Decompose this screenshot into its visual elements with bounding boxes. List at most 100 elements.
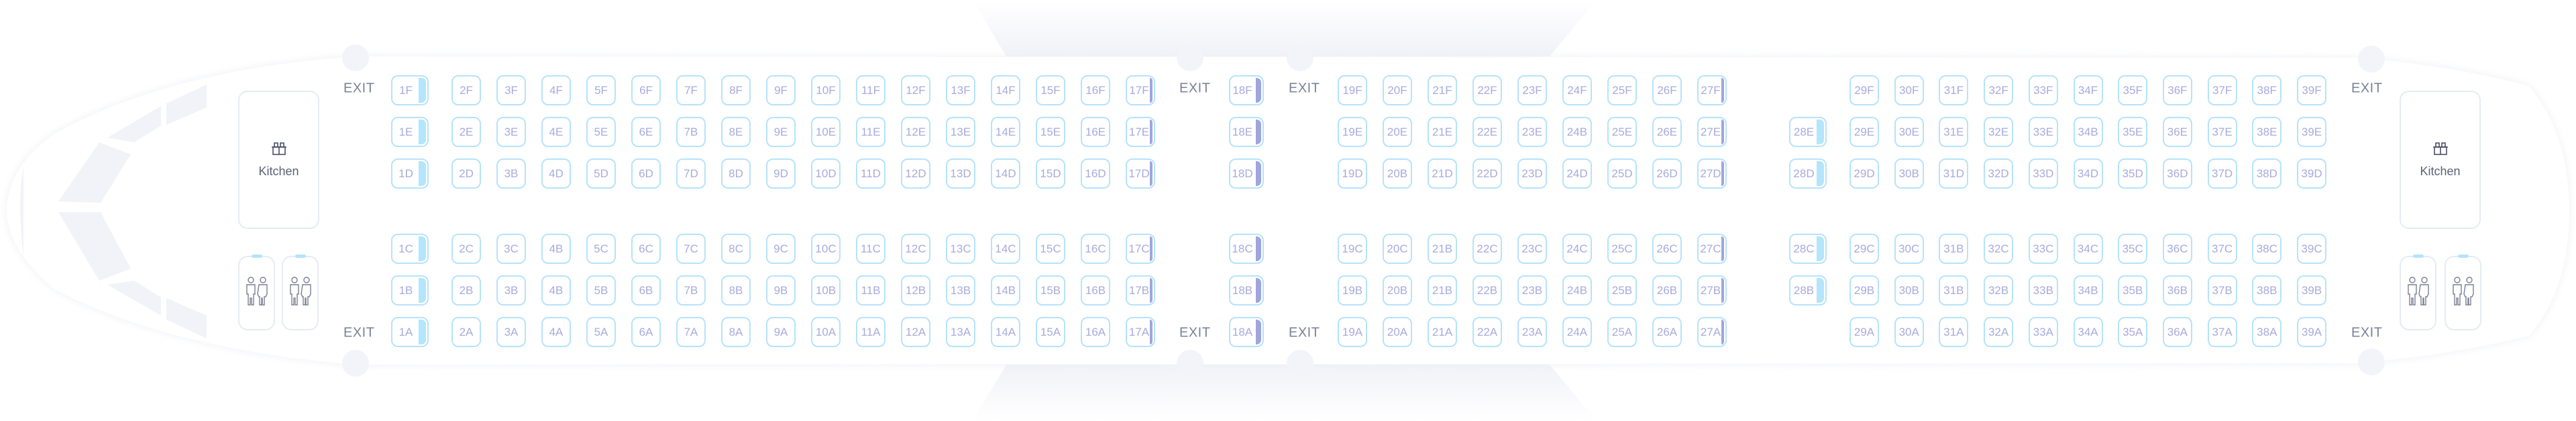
seat-c-5[interactable]: 5C [586,234,616,264]
seat-d-11[interactable]: 11D [856,158,885,189]
seat-f-34[interactable]: 34F [2073,75,2103,105]
seat-b-30[interactable]: 30B [1894,275,1924,306]
seat-b-1[interactable]: 1B [391,275,429,306]
seat-d-31[interactable]: 31D [1939,158,1969,189]
seat-d-10[interactable]: 10D [811,158,841,189]
seat-c-29[interactable]: 29C [1849,234,1879,264]
seat-f-18[interactable]: 18F [1229,75,1264,105]
seat-c-27[interactable]: 27C [1697,234,1727,264]
seat-a-23[interactable]: 23A [1517,317,1547,347]
seat-f-2[interactable]: 2F [451,75,481,105]
seat-a-8[interactable]: 8A [721,317,751,347]
seat-d-17[interactable]: 17D [1126,158,1155,189]
seat-f-39[interactable]: 39F [2297,75,2326,105]
seat-c-26[interactable]: 26C [1652,234,1682,264]
seat-a-35[interactable]: 35A [2118,317,2148,347]
seat-c-12[interactable]: 12C [901,234,930,264]
seat-a-11[interactable]: 11A [856,317,885,347]
seat-e-15[interactable]: 15E [1036,117,1065,147]
seat-d-21[interactable]: 21D [1428,158,1457,189]
seat-a-22[interactable]: 22A [1472,317,1502,347]
seat-d-34[interactable]: 34D [2073,158,2103,189]
seat-c-24[interactable]: 24C [1562,234,1592,264]
seat-b-18[interactable]: 18B [1229,275,1264,306]
seat-c-2[interactable]: 2C [451,234,481,264]
seat-d-7[interactable]: 7D [676,158,706,189]
seat-e-9[interactable]: 9E [766,117,796,147]
seat-b-5[interactable]: 5B [586,275,616,306]
seat-d-3[interactable]: 3B [496,158,526,189]
seat-f-1[interactable]: 1F [391,75,429,105]
seat-b-6[interactable]: 6B [631,275,661,306]
seat-f-23[interactable]: 23F [1517,75,1547,105]
seat-f-16[interactable]: 16F [1081,75,1110,105]
seat-b-12[interactable]: 12B [901,275,930,306]
seat-e-37[interactable]: 37E [2207,117,2237,147]
seat-f-21[interactable]: 21F [1428,75,1457,105]
seat-d-20[interactable]: 20B [1383,158,1412,189]
seat-c-1[interactable]: 1C [391,234,429,264]
seat-f-3[interactable]: 3F [496,75,526,105]
seat-e-38[interactable]: 38E [2252,117,2282,147]
seat-c-22[interactable]: 22C [1472,234,1502,264]
seat-b-33[interactable]: 33B [2028,275,2058,306]
seat-f-30[interactable]: 30F [1894,75,1924,105]
seat-e-22[interactable]: 22E [1472,117,1502,147]
seat-d-23[interactable]: 23D [1517,158,1547,189]
seat-a-18[interactable]: 18A [1229,317,1264,347]
seat-a-13[interactable]: 13A [946,317,975,347]
seat-f-20[interactable]: 20F [1383,75,1412,105]
seat-e-36[interactable]: 36E [2162,117,2192,147]
seat-e-39[interactable]: 39E [2297,117,2326,147]
seat-d-32[interactable]: 32D [1984,158,2014,189]
seat-b-20[interactable]: 20B [1383,275,1412,306]
seat-f-14[interactable]: 14F [991,75,1020,105]
seat-e-35[interactable]: 35E [2118,117,2148,147]
seat-f-24[interactable]: 24F [1562,75,1592,105]
seat-e-31[interactable]: 31E [1939,117,1969,147]
seat-a-26[interactable]: 26A [1652,317,1682,347]
seat-d-33[interactable]: 33D [2028,158,2058,189]
seat-f-36[interactable]: 36F [2162,75,2192,105]
seat-d-9[interactable]: 9D [766,158,796,189]
seat-d-2[interactable]: 2D [451,158,481,189]
seat-a-25[interactable]: 25A [1607,317,1637,347]
seat-d-37[interactable]: 37D [2207,158,2237,189]
seat-e-33[interactable]: 33E [2028,117,2058,147]
seat-a-36[interactable]: 36A [2162,317,2192,347]
seat-a-38[interactable]: 38A [2252,317,2282,347]
seat-e-12[interactable]: 12E [901,117,930,147]
seat-c-15[interactable]: 15C [1036,234,1065,264]
seat-f-27[interactable]: 27F [1697,75,1727,105]
seat-d-14[interactable]: 14D [991,158,1020,189]
seat-a-1[interactable]: 1A [391,317,429,347]
seat-c-39[interactable]: 39C [2297,234,2326,264]
seat-b-11[interactable]: 11B [856,275,885,306]
seat-d-38[interactable]: 38D [2252,158,2282,189]
seat-a-5[interactable]: 5A [586,317,616,347]
seat-e-23[interactable]: 23E [1517,117,1547,147]
seat-f-12[interactable]: 12F [901,75,930,105]
seat-f-4[interactable]: 4F [541,75,571,105]
seat-c-30[interactable]: 30C [1894,234,1924,264]
seat-d-24[interactable]: 24D [1562,158,1592,189]
seat-a-21[interactable]: 21A [1428,317,1457,347]
seat-d-30[interactable]: 30B [1894,158,1924,189]
seat-d-28[interactable]: 28D [1789,158,1827,189]
seat-a-30[interactable]: 30A [1894,317,1924,347]
seat-d-39[interactable]: 39D [2297,158,2326,189]
seat-e-13[interactable]: 13E [946,117,975,147]
seat-c-37[interactable]: 37C [2207,234,2237,264]
seat-b-10[interactable]: 10B [811,275,841,306]
seat-b-32[interactable]: 32B [1984,275,2014,306]
seat-b-14[interactable]: 14B [991,275,1020,306]
seat-c-9[interactable]: 9C [766,234,796,264]
seat-b-28[interactable]: 28B [1789,275,1827,306]
seat-c-11[interactable]: 11C [856,234,885,264]
seat-c-25[interactable]: 25C [1607,234,1637,264]
seat-d-13[interactable]: 13D [946,158,975,189]
seat-e-1[interactable]: 1E [391,117,429,147]
seat-e-5[interactable]: 5E [586,117,616,147]
seat-b-24[interactable]: 24B [1562,275,1592,306]
seat-b-22[interactable]: 22B [1472,275,1502,306]
